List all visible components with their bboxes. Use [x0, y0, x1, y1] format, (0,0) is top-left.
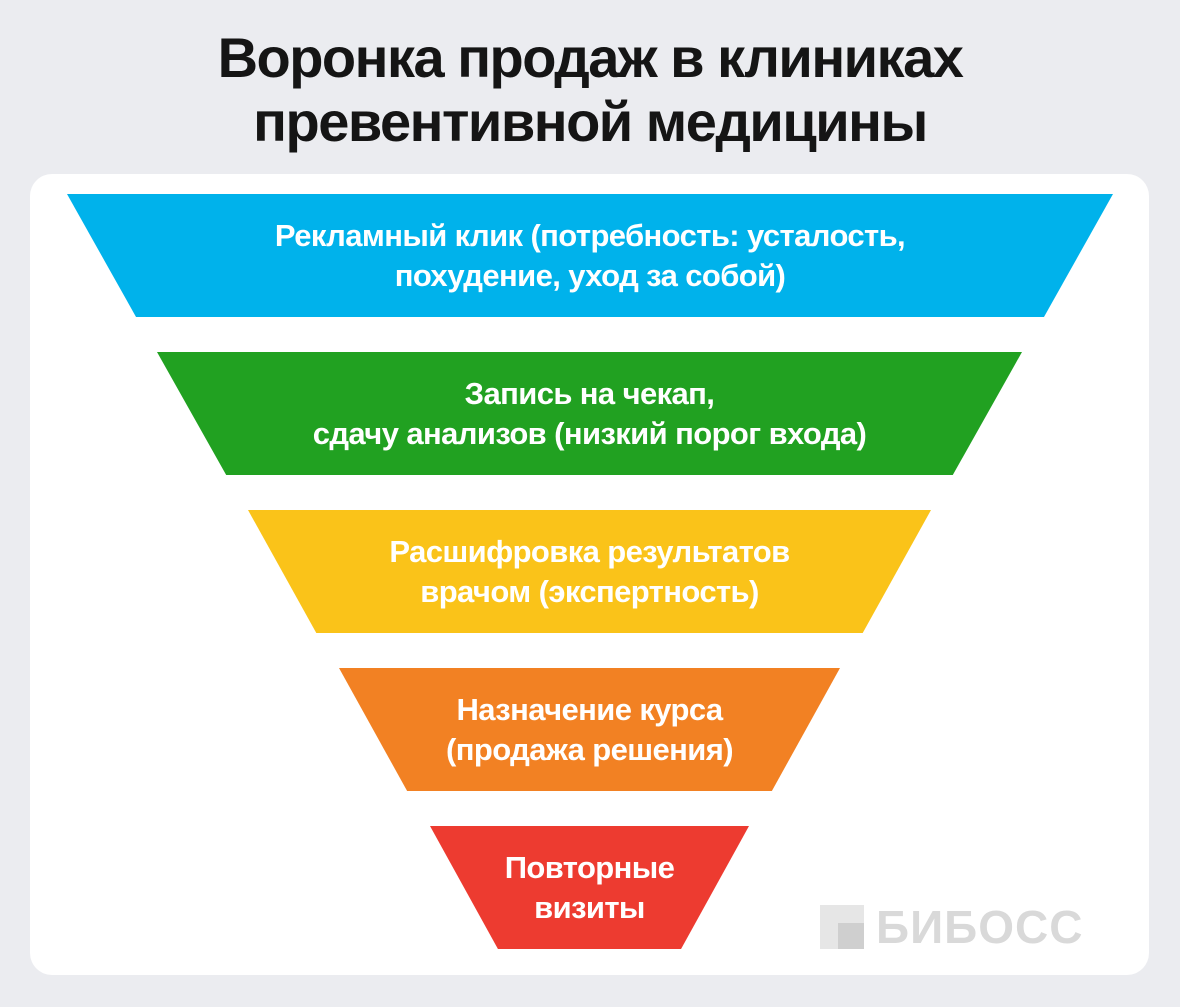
- stage-label-line-2: визиты: [534, 889, 645, 925]
- funnel-stage-course-prescription: Назначение курса (продажа решения): [339, 668, 840, 791]
- stage-label-line-1: Рекламный клик (потребность: усталость,: [274, 217, 906, 253]
- title-line-2: превентивной медицины: [253, 90, 928, 153]
- stage-label: Повторные визиты: [505, 848, 675, 928]
- funnel-stage-ad-click: Рекламный клик (потребность: усталость, …: [67, 194, 1113, 317]
- watermark-text: БИБОСС: [876, 901, 1084, 953]
- stage-label-line-1: Повторные: [504, 849, 675, 885]
- stage-label: Назначение курса (продажа решения): [446, 690, 733, 770]
- stage-label-line-2: сдачу анализов (низкий порог входа): [312, 415, 867, 451]
- logo-square-icon: [820, 905, 864, 949]
- stage-label: Расшифровка результатов врачом (экспертн…: [389, 532, 790, 612]
- stage-label-line-2: врачом (экспертность): [420, 573, 759, 609]
- stage-label-line-2: (продажа решения): [446, 731, 733, 767]
- stage-label: Рекламный клик (потребность: усталость, …: [274, 216, 906, 296]
- funnel-stage-checkup-booking: Запись на чекап, сдачу анализов (низкий …: [157, 352, 1022, 475]
- stage-label-line-1: Расшифровка результатов: [389, 533, 790, 569]
- stage-label-line-1: Запись на чекап,: [464, 375, 715, 411]
- stage-label-line-2: похудение, уход за собой): [394, 257, 786, 293]
- funnel-stage-results-review: Расшифровка результатов врачом (экспертн…: [248, 510, 931, 633]
- page-title: Воронка продаж в клиниках превентивной м…: [0, 26, 1180, 154]
- stage-label: Запись на чекап, сдачу анализов (низкий …: [313, 374, 867, 454]
- stage-label-line-1: Назначение курса: [456, 691, 723, 727]
- watermark-logo: БИБОСС: [820, 904, 1083, 950]
- title-line-1: Воронка продаж в клиниках: [217, 26, 964, 89]
